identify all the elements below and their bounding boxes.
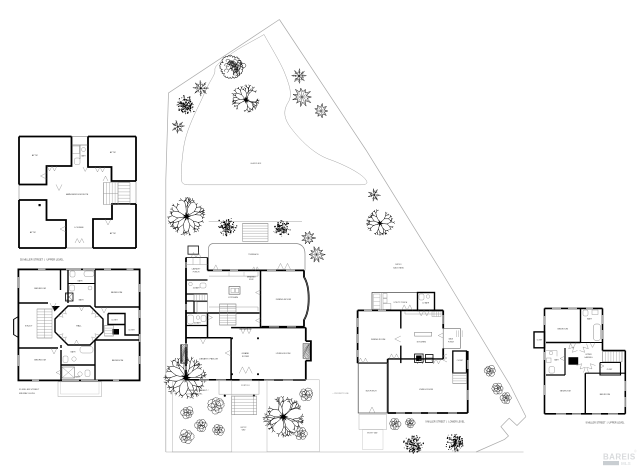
svg-text:CLOSET: CLOSET <box>128 330 134 332</box>
svg-text:PATIO /: PATIO / <box>395 263 402 266</box>
svg-text:BEDROOM: BEDROOM <box>112 360 123 362</box>
svg-text:55 MILLER STREET: 55 MILLER STREET <box>19 389 40 391</box>
svg-text:GARDEN: GARDEN <box>250 162 261 165</box>
svg-text:CLOSET: CLOSET <box>111 319 117 321</box>
svg-text:55 MILLER STREET | UPPER LEV: 55 MILLER STREET | UPPER LEVEL <box>20 259 64 262</box>
svg-text:MIDWAY LEVEL: MIDWAY LEVEL <box>19 392 36 395</box>
svg-text:BEDROOM: BEDROOM <box>34 360 45 362</box>
svg-text:BREAKFAST: BREAKFAST <box>247 275 256 278</box>
svg-text:BEDROOM: BEDROOM <box>560 390 571 392</box>
svg-text:BEDROOM: BEDROOM <box>558 328 569 330</box>
svg-text:LAUNDRY: LAUNDRY <box>192 267 201 270</box>
svg-text:DINING ROOM: DINING ROOM <box>371 339 386 341</box>
svg-text:BAREIS: BAREIS <box>603 453 636 462</box>
svg-text:LIBRARY / PARLOR: LIBRARY / PARLOR <box>199 358 218 361</box>
svg-text:WAY: WAY <box>242 429 247 432</box>
svg-text:ATTIC: ATTIC <box>110 232 117 235</box>
svg-text:GRAND: GRAND <box>242 352 250 355</box>
svg-text:BATH: BATH <box>79 299 84 302</box>
svg-text:®: ® <box>634 450 637 454</box>
svg-text:RECEPTION: RECEPTION <box>240 329 252 331</box>
svg-text:BATH: BATH <box>71 351 76 354</box>
svg-text:9 MILLER STREET | LOWER LEVE: 9 MILLER STREET | LOWER LEVEL <box>425 422 465 424</box>
svg-text:DINING ROOM: DINING ROOM <box>276 299 291 301</box>
svg-text:1/2 BATH: 1/2 BATH <box>193 286 201 289</box>
svg-text:BATH: BATH <box>82 155 86 158</box>
svg-text:UPPER: UPPER <box>585 354 592 356</box>
svg-text:LOUNGE: LOUNGE <box>74 227 84 229</box>
svg-text:1/2 BATH: 1/2 BATH <box>194 322 202 325</box>
svg-text:ATTIC: ATTIC <box>30 231 37 234</box>
svg-text:NOOK: NOOK <box>249 279 253 281</box>
svg-text:BEDROOM: BEDROOM <box>111 292 122 294</box>
svg-text:55 MILLER STREET /: 55 MILLER STREET / <box>187 390 209 392</box>
svg-text:CLOSET: CLOSET <box>607 369 613 371</box>
svg-text:LIVING ROOM: LIVING ROOM <box>276 353 291 355</box>
svg-text:BACKYARD: BACKYARD <box>393 266 404 269</box>
svg-text:BATH: BATH <box>78 280 83 283</box>
svg-text:MAIN BEDROOM SUITE: MAIN BEDROOM SUITE <box>66 193 89 196</box>
svg-text:CLOSET: CLOSET <box>537 340 543 342</box>
svg-text:ENTRY: ENTRY <box>241 427 248 429</box>
svg-text:LANDING: LANDING <box>585 356 594 359</box>
svg-text:BATH: BATH <box>75 375 80 378</box>
svg-text:KITCHEN: KITCHEN <box>228 297 238 299</box>
svg-text:ATTIC: ATTIC <box>32 154 39 157</box>
svg-text:LOWER LEVEL: LOWER LEVEL <box>187 394 203 396</box>
svg-text:CLOSET: CLOSET <box>457 360 463 362</box>
svg-text:BATH: BATH <box>587 318 592 321</box>
svg-text:KITCHEN: KITCHEN <box>417 341 427 343</box>
svg-text:9 MILLER STREET | UPPER LEVE: 9 MILLER STREET | UPPER LEVEL <box>586 423 625 425</box>
svg-text:MLS: MLS <box>621 461 631 466</box>
svg-text:BEDROOM: BEDROOM <box>600 394 611 396</box>
svg-text:— PROPERTY LINE: — PROPERTY LINE <box>332 393 349 395</box>
svg-text:BATH: BATH <box>554 359 559 362</box>
svg-text:PORCH: PORCH <box>193 271 200 273</box>
svg-text:BEDROOM: BEDROOM <box>34 288 45 290</box>
svg-text:ENTRY WAY: ENTRY WAY <box>367 432 378 435</box>
svg-text:HALL: HALL <box>76 325 82 328</box>
svg-text:LIVING ROOM: LIVING ROOM <box>419 389 433 391</box>
svg-text:PORTICO: PORTICO <box>241 385 250 387</box>
svg-text:BACK: BACK <box>449 338 454 341</box>
svg-text:ATTIC: ATTIC <box>110 151 117 154</box>
svg-text:STUDY: STUDY <box>25 326 33 328</box>
svg-text:UTILITY PORCH: UTILITY PORCH <box>394 302 408 304</box>
svg-text:SUN PORCH: SUN PORCH <box>366 390 377 392</box>
svg-text:PORCH: PORCH <box>448 341 455 343</box>
svg-text:TERRACE: TERRACE <box>248 253 259 256</box>
svg-text:1/2 BATH: 1/2 BATH <box>422 301 430 304</box>
svg-text:FOYER: FOYER <box>242 356 250 358</box>
